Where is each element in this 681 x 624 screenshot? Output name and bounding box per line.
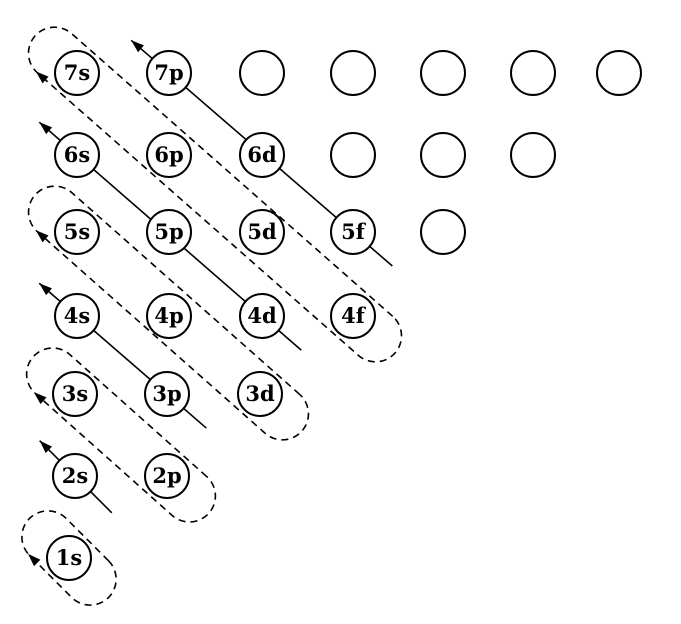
orbital-circle <box>54 209 100 255</box>
orbital-circle <box>420 50 466 96</box>
diagonal-arrows <box>38 39 393 514</box>
orbital-circle <box>146 209 192 255</box>
orbital-circle <box>596 50 642 96</box>
orbital-label: 7s <box>64 60 90 85</box>
dashed-loop <box>20 509 118 607</box>
orbital-4p: 4p <box>146 293 192 339</box>
orbital-empty-7f <box>330 50 376 96</box>
orbital-5d: 5d <box>239 209 285 255</box>
orbital-label: 3d <box>245 381 275 406</box>
orbital-empty-7h <box>510 50 556 96</box>
orbital-6p: 6p <box>146 132 192 178</box>
orbital-circle <box>146 132 192 178</box>
orbital-4f: 4f <box>330 293 376 339</box>
orbital-3d: 3d <box>237 371 283 417</box>
orbital-circle <box>330 209 376 255</box>
orbital-circle <box>54 50 100 96</box>
orbital-label: 5s <box>64 219 90 244</box>
orbital-6s: 6s <box>54 132 100 178</box>
arrow-head-icon <box>35 71 49 84</box>
orbital-grid: 7s 7p 6s 6p 6d 5s 5p 5d 5f 4s 4p 4d 4f 3s 3p 3d 2s 2p 1s <box>46 50 642 581</box>
orbital-circle <box>146 293 192 339</box>
orbital-label: 4d <box>247 303 277 328</box>
orbital-circle <box>330 50 376 96</box>
orbital-circle <box>239 209 285 255</box>
orbital-circle <box>144 453 190 499</box>
orbital-empty-7g <box>420 50 466 96</box>
orbital-label: 3p <box>152 381 181 406</box>
orbital-label: 7p <box>154 60 183 85</box>
orbital-7s: 7s <box>54 50 100 96</box>
orbital-circle <box>46 535 92 581</box>
orbital-empty-7d <box>239 50 285 96</box>
orbital-5p: 5p <box>146 209 192 255</box>
orbital-label: 5f <box>341 219 367 244</box>
orbital-label: 6s <box>64 142 90 167</box>
orbital-circle <box>330 132 376 178</box>
orbital-4d: 4d <box>239 293 285 339</box>
arrow-head-icon <box>131 40 144 53</box>
orbital-label: 3s <box>62 381 88 406</box>
arrow-head-icon <box>39 122 53 135</box>
orbital-label: 4s <box>64 303 90 328</box>
orbital-empty-5g <box>420 209 466 255</box>
orbital-empty-7i <box>596 50 642 96</box>
orbital-6d: 6d <box>239 132 285 178</box>
loop-connectors <box>20 26 403 607</box>
diagonal-5 <box>27 185 310 441</box>
orbital-empty-6f <box>330 132 376 178</box>
orbital-empty-6h <box>510 132 556 178</box>
dashed-loop <box>25 347 217 523</box>
diagonal-1 <box>20 509 118 607</box>
orbital-circle <box>330 293 376 339</box>
orbital-label: 2p <box>152 463 181 488</box>
orbital-4s: 4s <box>54 293 100 339</box>
orbital-circle <box>54 293 100 339</box>
orbital-label: 6d <box>247 142 277 167</box>
orbital-empty-6g <box>420 132 466 178</box>
diagonal-3 <box>25 347 217 523</box>
orbital-label: 6p <box>154 142 183 167</box>
orbital-label: 4p <box>154 303 183 328</box>
orbital-1s: 1s <box>46 535 92 581</box>
orbital-circle <box>237 371 283 417</box>
orbital-circle <box>146 50 192 96</box>
arrow-head-icon <box>39 440 53 454</box>
orbital-7p: 7p <box>146 50 192 96</box>
orbital-circle <box>54 132 100 178</box>
orbital-circle <box>239 50 285 96</box>
orbital-5s: 5s <box>54 209 100 255</box>
orbital-circle <box>510 50 556 96</box>
orbital-circle <box>239 132 285 178</box>
orbital-circle <box>144 371 190 417</box>
arrow-head-icon <box>35 230 49 243</box>
orbital-circle <box>239 293 285 339</box>
orbital-5f: 5f <box>330 209 376 255</box>
orbital-circle <box>52 371 98 417</box>
orbital-3s: 3s <box>52 371 98 417</box>
orbital-2p: 2p <box>144 453 190 499</box>
orbital-2s: 2s <box>52 453 98 499</box>
orbital-label: 5d <box>247 219 277 244</box>
orbital-label: 2s <box>62 463 88 488</box>
orbital-label: 4f <box>341 303 367 328</box>
orbital-label: 5p <box>154 219 183 244</box>
orbital-circle <box>510 132 556 178</box>
orbital-label: 1s <box>56 545 82 570</box>
diagonal-7 <box>27 26 403 363</box>
orbital-circle <box>52 453 98 499</box>
orbital-circle <box>420 132 466 178</box>
orbital-3p: 3p <box>144 371 190 417</box>
arrow-head-icon <box>39 283 52 296</box>
orbital-circle <box>420 209 466 255</box>
arrow-head-icon <box>33 392 47 405</box>
arrow-head-icon <box>27 553 41 567</box>
